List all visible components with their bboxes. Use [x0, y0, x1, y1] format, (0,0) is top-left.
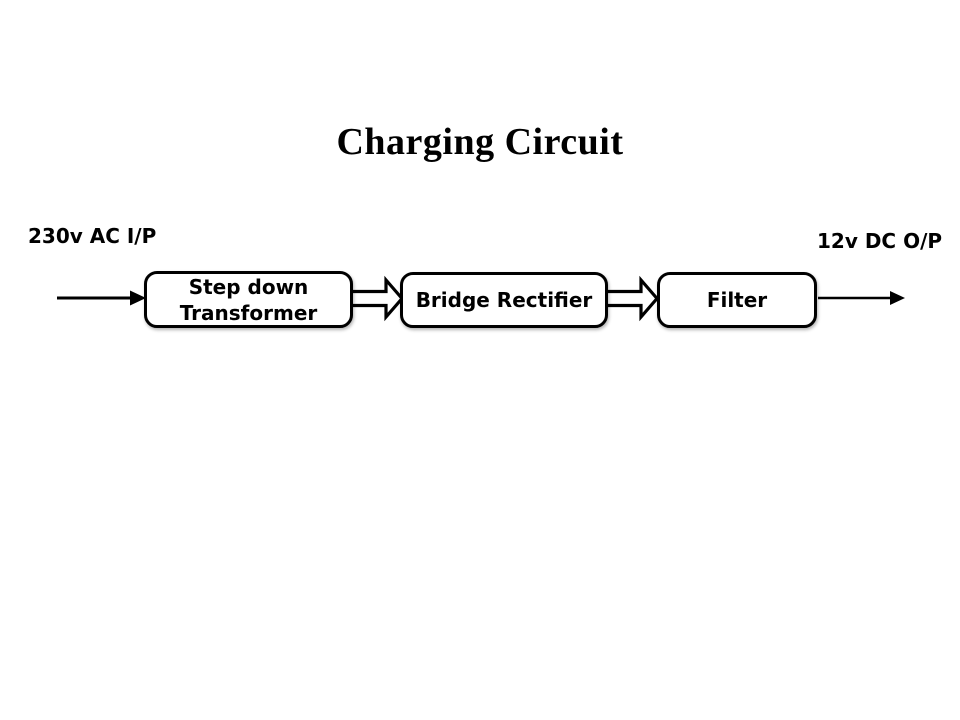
block-bridge-rectifier: Bridge Rectifier: [400, 272, 608, 328]
block-filter: Filter: [657, 272, 817, 328]
block-arrow-1-icon: [353, 275, 405, 322]
input-voltage-label: 230v AC I/P: [28, 224, 157, 248]
input-arrow-icon: [57, 290, 146, 306]
output-arrow-icon: [818, 291, 905, 305]
output-voltage-label: 12v DC O/P: [817, 229, 943, 253]
block-arrow-2-icon: [608, 275, 660, 322]
diagram-title: Charging Circuit: [336, 121, 624, 163]
block-step-down-transformer: Step down Transformer: [144, 271, 353, 328]
